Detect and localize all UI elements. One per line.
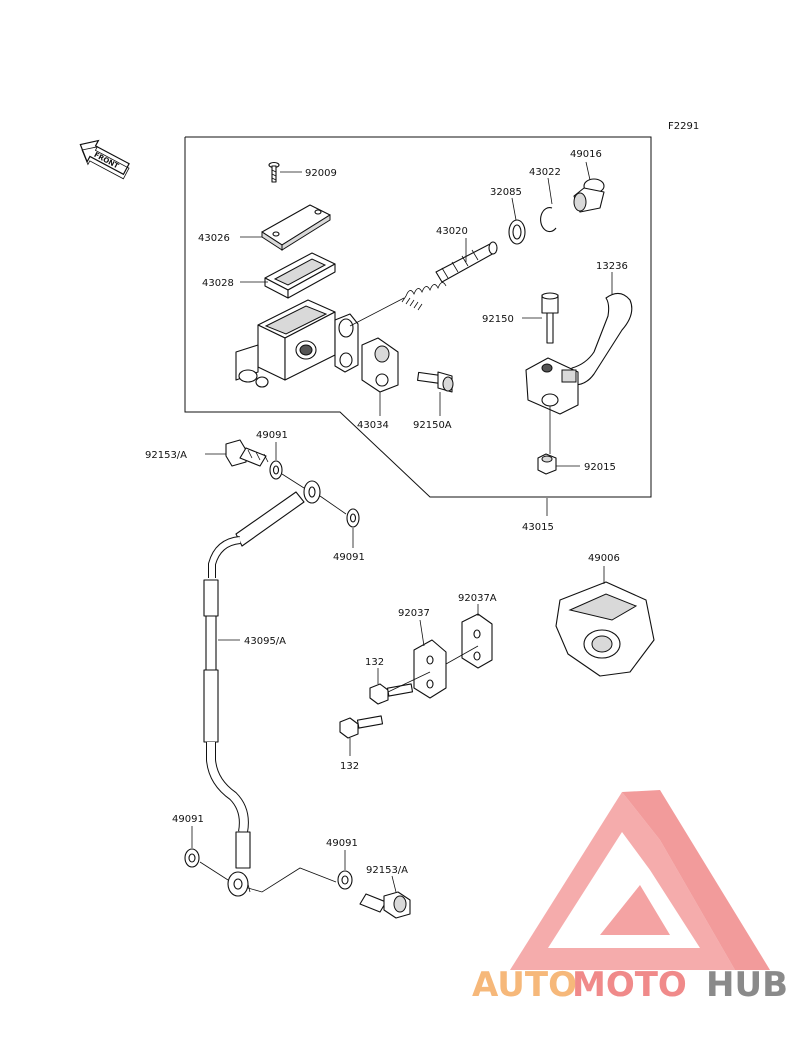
washer-32085-hole: [512, 224, 522, 240]
label-49091-d: 49091: [326, 838, 358, 849]
label-43020: 43020: [436, 226, 468, 237]
washer-49091-d-hole: [341, 875, 349, 885]
label-32085: 32085: [490, 187, 522, 198]
label-92015: 92015: [584, 462, 616, 473]
washer-49091-b-hole: [349, 513, 357, 523]
label-132-b: 132: [340, 761, 359, 772]
cover-49006: [555, 581, 655, 677]
bolt-92150: [541, 292, 559, 344]
label-43095A: 43095/A: [244, 636, 286, 647]
bolt-132-b: [339, 715, 384, 739]
label-92153A-top: 92153/A: [145, 450, 187, 461]
label-43026: 43026: [198, 233, 230, 244]
reservoir-cap-43026: [261, 204, 331, 251]
label-13236: 13236: [596, 261, 628, 272]
label-92037: 92037: [398, 608, 430, 619]
diaphragm-43028: [264, 252, 336, 299]
watermark-auto: AUTO: [472, 965, 577, 1005]
banjo-bolt-top: [225, 439, 269, 467]
label-92150: 92150: [482, 314, 514, 325]
label-92150A: 92150A: [413, 420, 452, 431]
label-92153A-bottom: 92153/A: [366, 865, 408, 876]
label-43034: 43034: [357, 420, 389, 431]
label-132-a: 132: [365, 657, 384, 668]
banjo-bolt-bottom: [359, 891, 411, 919]
bracket-92037: [413, 639, 447, 699]
washer-49091-a-hole: [272, 465, 280, 475]
spring: [401, 282, 447, 311]
label-43015: 43015: [522, 522, 554, 533]
piston-43020: [435, 241, 498, 283]
screw-92009: [268, 161, 280, 183]
watermark-logo: [510, 790, 770, 970]
bracket-92037A: [461, 613, 493, 669]
label-92009: 92009: [305, 168, 337, 179]
master-cylinder-body: [235, 299, 359, 388]
lever-13236: [525, 292, 633, 415]
nut-92015: [537, 453, 557, 475]
front-arrow: FRONT: [79, 139, 130, 180]
bolt-92150A: [417, 371, 454, 393]
label-43022: 43022: [529, 167, 561, 178]
watermark-hub: HUB: [706, 965, 788, 1005]
brake-hose-43095A: [203, 480, 321, 897]
label-49006: 49006: [588, 553, 620, 564]
label-43028: 43028: [202, 278, 234, 289]
label-49016: 49016: [570, 149, 602, 160]
assembly-frame: [184, 136, 652, 498]
label-49091-c: 49091: [172, 814, 204, 825]
clamp-43034: [361, 337, 399, 393]
watermark-moto: MOTO: [572, 965, 687, 1005]
label-49091-a: 49091: [256, 430, 288, 441]
label-49091-b: 49091: [333, 552, 365, 563]
leader-lines: [191, 161, 613, 893]
circlip-43022: [540, 207, 557, 233]
figure-code: F2291: [668, 121, 699, 132]
washer-49091-c-hole: [188, 853, 196, 863]
bolt-132-a: [369, 683, 414, 705]
watermark-text: AUTO MOTO HUB: [472, 965, 788, 1005]
label-92037A: 92037A: [458, 593, 497, 604]
boot-49016: [573, 178, 605, 213]
